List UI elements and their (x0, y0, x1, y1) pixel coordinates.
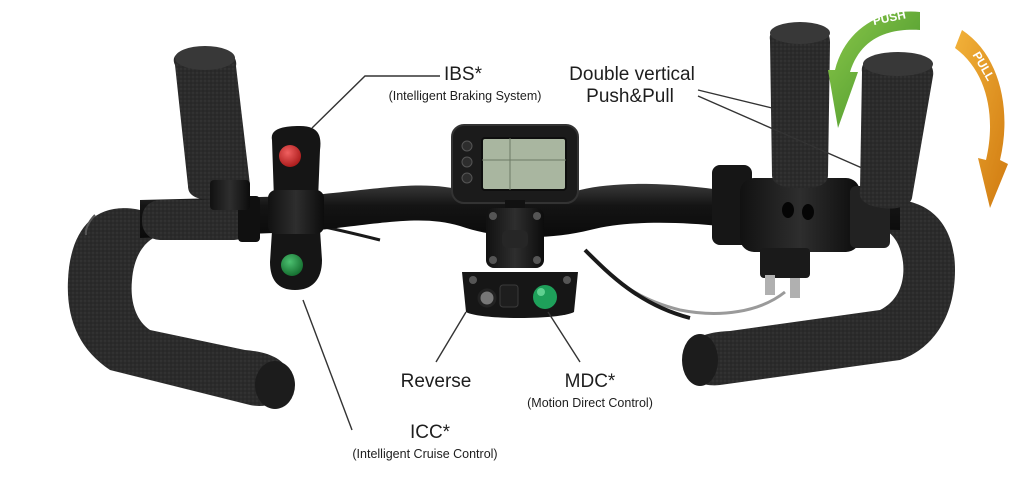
mdc-knob[interactable] (533, 285, 557, 309)
ibs-leader (311, 75, 440, 129)
stem-clamp (486, 208, 544, 268)
double-push-pull-label-line1: Double vertical (569, 64, 695, 85)
cable (583, 248, 691, 320)
cable (588, 253, 786, 315)
reverse-leader (435, 311, 467, 363)
mdc-description: (Motion Direct Control) (527, 396, 653, 410)
display-button[interactable] (461, 156, 473, 168)
left-vertical-grip (173, 46, 250, 210)
display-unit (451, 124, 579, 212)
ibs-description: (Intelligent Braking System) (388, 89, 542, 103)
reverse-label: Reverse (400, 371, 472, 392)
icc-cruise-button[interactable] (281, 254, 303, 276)
double-leader (697, 95, 863, 169)
pull-arrow-icon: PULL (955, 30, 1008, 208)
mdc-leader (547, 311, 581, 363)
control-pod-left (268, 126, 324, 290)
push-pull-mechanism (712, 165, 890, 298)
ibs-label: IBS* (443, 64, 483, 85)
lower-control-box (462, 272, 578, 318)
double-push-pull-label-line2: Push&Pull (586, 86, 674, 107)
reverse-switch[interactable] (477, 288, 497, 308)
display-button[interactable] (461, 140, 473, 152)
push-arrow-icon: PUSH (828, 7, 920, 129)
left-drop-grip (67, 208, 295, 409)
double-leader (697, 89, 773, 109)
display-button[interactable] (461, 172, 473, 184)
display-screen (481, 137, 567, 191)
push-arrow-label: PUSH (871, 7, 907, 28)
ibs-brake-button[interactable] (279, 145, 301, 167)
icc-description: (Intelligent Cruise Control) (352, 447, 498, 461)
leader-lines (302, 75, 863, 431)
icc-leader (302, 299, 353, 431)
icc-label: ICC* (409, 422, 451, 443)
right-drop-grip (682, 199, 955, 386)
mdc-label: MDC* (564, 371, 616, 392)
